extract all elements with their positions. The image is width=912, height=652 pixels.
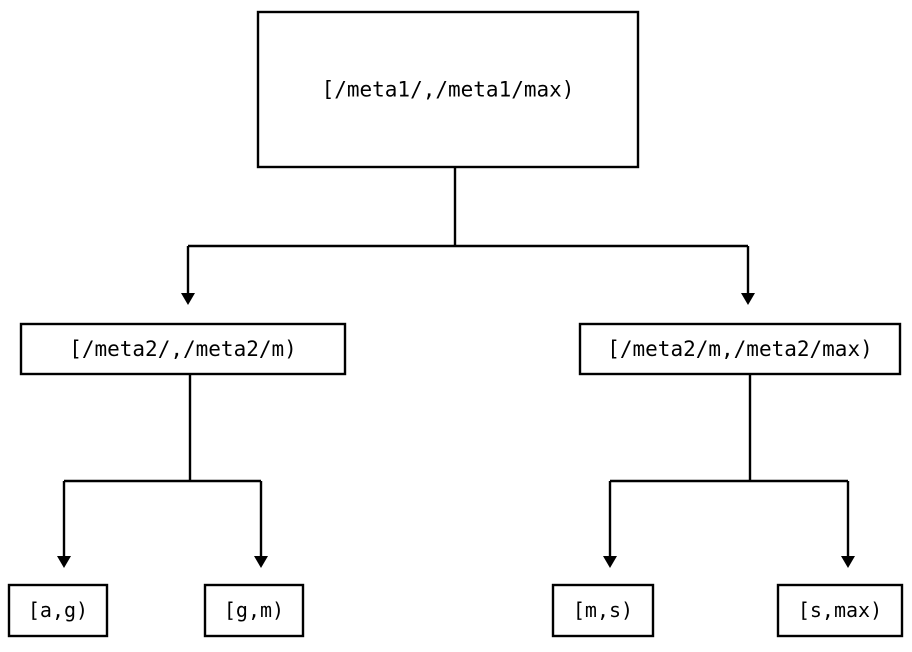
- connector-level-1-left: [57, 374, 268, 568]
- node-label-leaf-ms: [m,s): [573, 598, 633, 622]
- node-label-meta2-hi: [/meta2/m,/meta2/max): [607, 337, 873, 361]
- connector-level-0-arrowhead-0: [181, 293, 195, 305]
- node-root: [/meta1/,/meta1/max): [256, 10, 640, 169]
- connector-level-1-right: [603, 374, 855, 568]
- node-box-root: [256, 10, 640, 169]
- connector-level-0: [181, 167, 755, 305]
- connector-level-1-right-arrowhead-0: [603, 556, 617, 568]
- node-label-leaf-smax: [s,max): [798, 598, 882, 622]
- node-label-leaf-gm: [g,m): [224, 598, 284, 622]
- node-box-meta2-hi: [578, 322, 902, 376]
- node-leaf-ag: [a,g): [7, 583, 109, 638]
- node-meta2-lo: [/meta2/,/meta2/m): [19, 322, 347, 376]
- node-leaf-ms: [m,s): [551, 583, 655, 638]
- nodes-layer: [/meta1/,/meta1/max) [/meta2/,/meta2/m) [/…: [7, 10, 904, 638]
- node-leaf-gm: [g,m): [203, 583, 305, 638]
- connectors-layer: [57, 167, 855, 568]
- connector-level-1-left-arrowhead-1: [254, 556, 268, 568]
- node-label-root: [/meta1/,/meta1/max): [322, 78, 575, 102]
- node-box-meta2-lo: [19, 322, 347, 376]
- node-box-leaf-gm: [203, 583, 305, 638]
- node-label-leaf-ag: [a,g): [28, 598, 88, 622]
- connector-level-1-right-arrowhead-1: [841, 556, 855, 568]
- connector-level-1-left-arrowhead-0: [57, 556, 71, 568]
- connector-level-0-arrowhead-1: [741, 293, 755, 305]
- node-box-leaf-smax: [776, 583, 904, 638]
- node-label-meta2-lo: [/meta2/,/meta2/m): [69, 337, 297, 361]
- node-box-leaf-ms: [551, 583, 655, 638]
- node-leaf-smax: [s,max): [776, 583, 904, 638]
- node-meta2-hi: [/meta2/m,/meta2/max): [578, 322, 902, 376]
- node-box-leaf-ag: [7, 583, 109, 638]
